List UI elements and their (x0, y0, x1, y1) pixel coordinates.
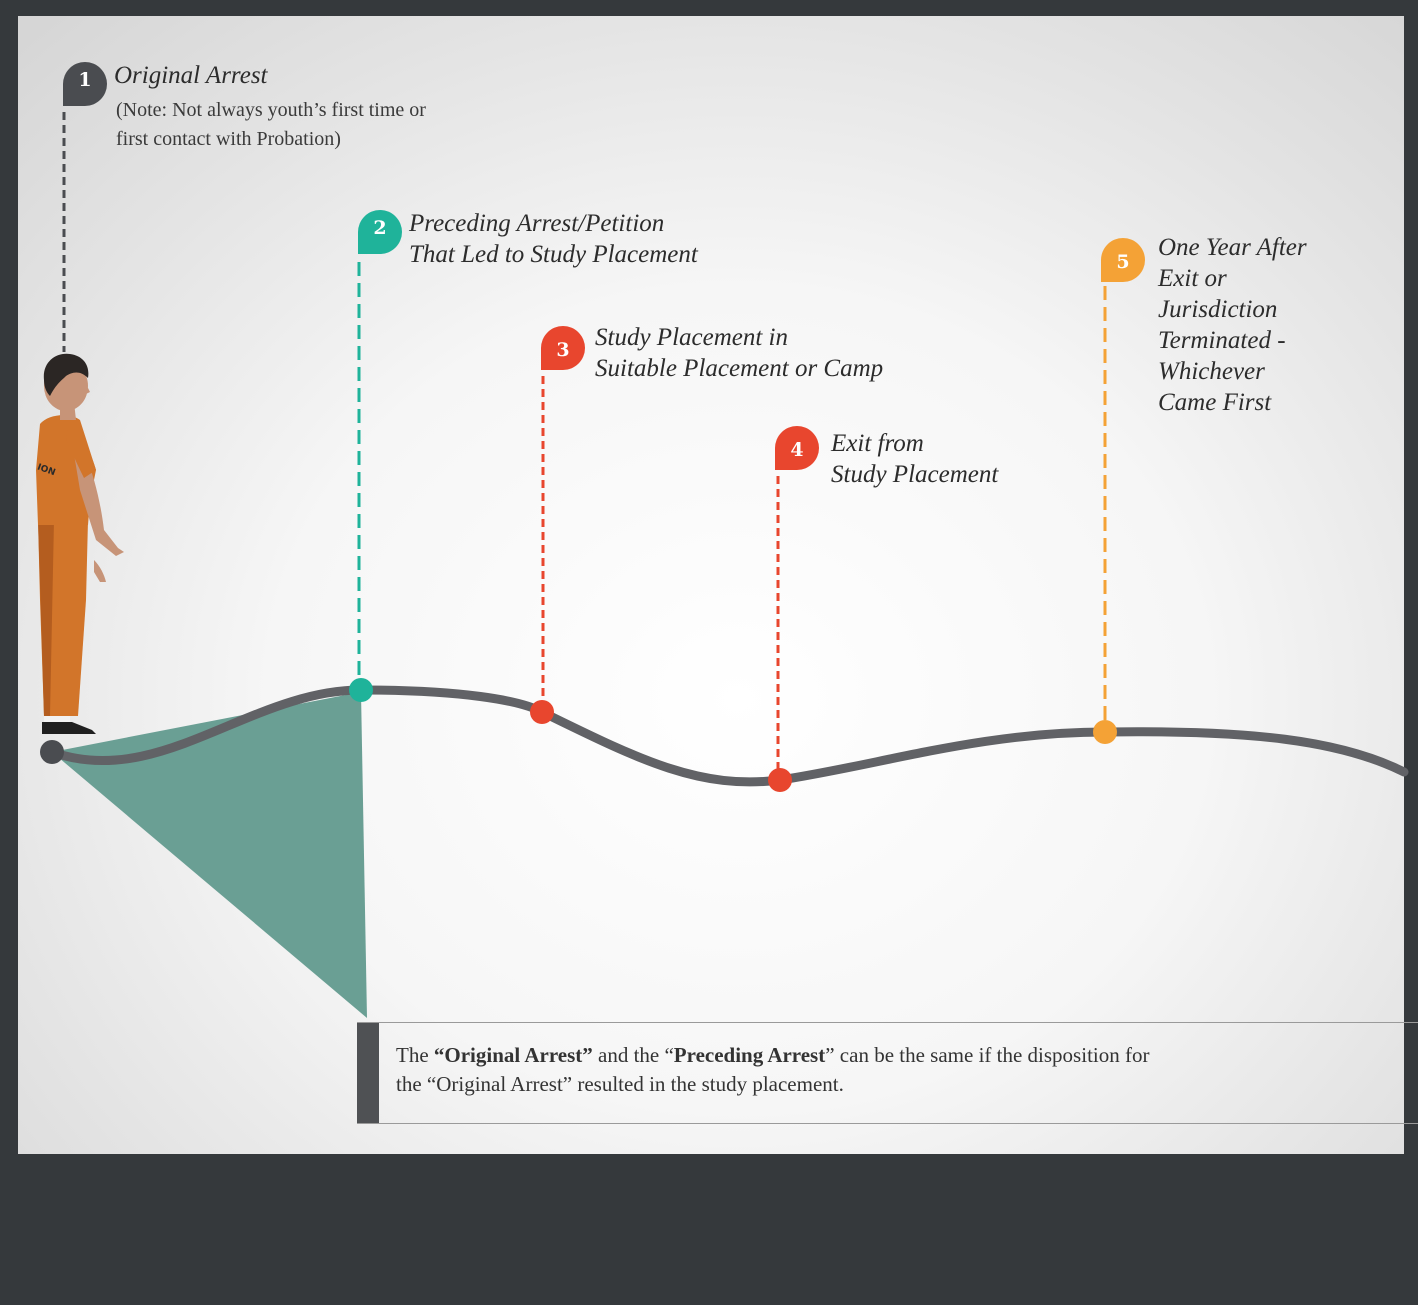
callout-line-1: The “Original Arrest” and the “Preceding… (396, 1041, 1149, 1070)
timeline-dot-3 (530, 700, 554, 724)
milestone-2-title-line: Preceding Arrest/Petition (409, 208, 698, 239)
milestone-3-title: Study Placement in Suitable Placement or… (595, 322, 883, 384)
badge-2: 2 (358, 210, 402, 254)
milestone-1-note-line: (Note: Not always youth’s first time or (116, 96, 426, 125)
badge-5: 5 (1101, 238, 1145, 282)
milestone-5-title-line: Exit or (1158, 263, 1307, 294)
svg-text:3: 3 (556, 339, 569, 361)
badge-4: 4 (775, 426, 819, 470)
callout-bold-original-arrest: “Original Arrest” (434, 1043, 593, 1067)
svg-text:1: 1 (78, 69, 91, 91)
milestone-5-title-line: One Year After (1158, 232, 1307, 263)
svg-text:2: 2 (373, 217, 386, 239)
milestone-1-title-line: Original Arrest (114, 60, 268, 91)
milestone-1-note-line: first contact with Probation) (116, 125, 426, 154)
callout-text-post: ” can be the same if the disposition for (825, 1043, 1149, 1067)
milestone-1-title: Original Arrest (114, 60, 268, 91)
milestone-5-title-line: Came First (1158, 387, 1307, 418)
milestone-5-title: One Year After Exit or Jurisdiction Term… (1158, 232, 1307, 418)
milestone-5-title-line: Jurisdiction (1158, 294, 1307, 325)
badge-1: 1 (63, 62, 107, 106)
milestone-5-title-line: Whichever (1158, 356, 1307, 387)
callout-bold-preceding-arrest: Preceding Arrest (674, 1043, 825, 1067)
timeline-dot-2 (349, 678, 373, 702)
milestone-4-title-line: Exit from (831, 428, 998, 459)
svg-text:4: 4 (790, 439, 803, 461)
milestone-5-title-line: Terminated - (1158, 325, 1307, 356)
timeline-dot-start (40, 740, 64, 764)
youth-figure-illustration: ION (36, 354, 124, 734)
svg-text:5: 5 (1116, 251, 1129, 273)
callout-accent-bar (357, 1023, 379, 1123)
badge-3: 3 (541, 326, 585, 370)
original-to-preceding-wedge (52, 692, 367, 1018)
milestone-4-title-line: Study Placement (831, 459, 998, 490)
milestone-4-title: Exit from Study Placement (831, 428, 998, 490)
callout-text-pre: The (396, 1043, 434, 1067)
callout-text: The “Original Arrest” and the “Preceding… (396, 1041, 1149, 1099)
milestone-3-title-line: Suitable Placement or Camp (595, 353, 883, 384)
milestone-2-title: Preceding Arrest/Petition That Led to St… (409, 208, 698, 270)
timeline-dot-4 (768, 768, 792, 792)
milestone-3-title-line: Study Placement in (595, 322, 883, 353)
milestone-1-note: (Note: Not always youth’s first time or … (116, 96, 426, 154)
callout-text-mid: and the “ (593, 1043, 674, 1067)
callout-box: The “Original Arrest” and the “Preceding… (357, 1022, 1418, 1124)
timeline-dot-5 (1093, 720, 1117, 744)
milestone-2-title-line: That Led to Study Placement (409, 239, 698, 270)
callout-line-2: the “Original Arrest” resulted in the st… (396, 1070, 1149, 1099)
